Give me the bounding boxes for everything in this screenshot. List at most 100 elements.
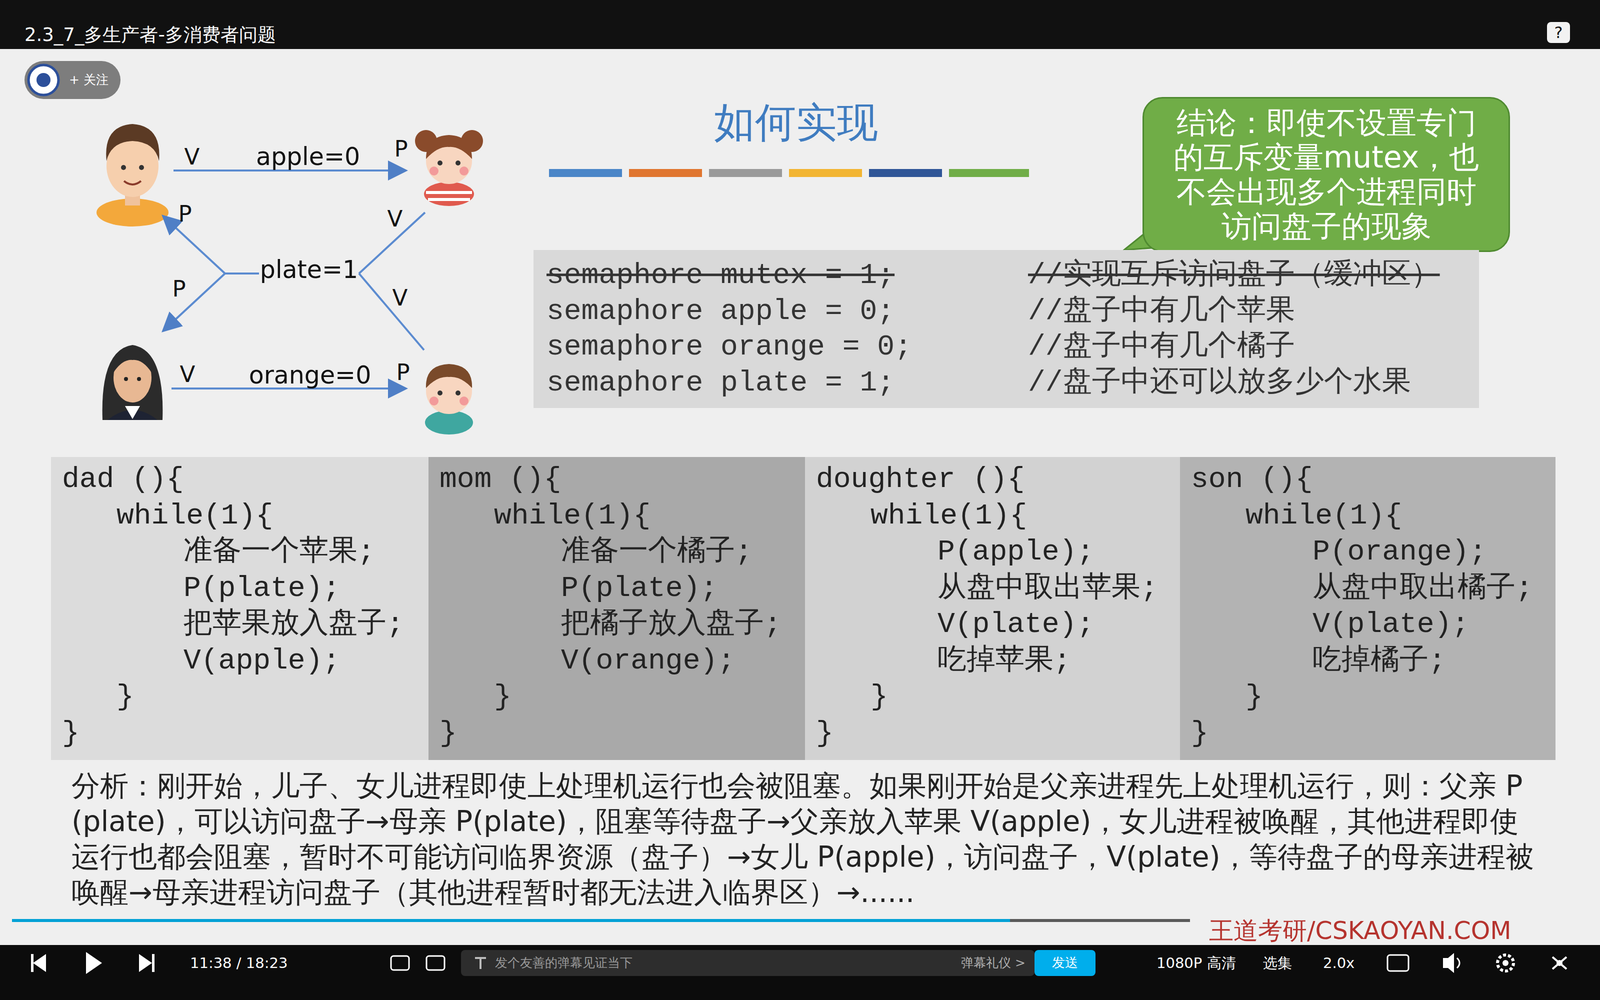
daughter-figure xyxy=(424,182,474,206)
code-line: doughter (){ xyxy=(816,462,1025,497)
control-icons xyxy=(1457,958,1460,968)
control-icons xyxy=(33,954,46,972)
semaphore-decl: semaphore orange = 0; xyxy=(546,329,912,365)
mom-figure xyxy=(124,377,128,381)
player-chrome xyxy=(0,49,1600,945)
operation-label: V xyxy=(184,143,200,171)
player-chrome xyxy=(1547,22,1570,43)
control-icons xyxy=(1502,960,1509,966)
daughter-figure xyxy=(426,191,472,194)
daughter-figure xyxy=(459,166,469,176)
player-chrome xyxy=(0,0,1600,49)
operation-label: P xyxy=(172,275,186,303)
code-line: } xyxy=(1191,716,1209,751)
code-panel: mom (){while(1){准备一个橘子;P(plate);把橘子放入盘子;… xyxy=(428,457,805,760)
dad-figure xyxy=(124,181,141,185)
code-comment: //盘子中有几个橘子 xyxy=(1028,329,1295,365)
watermark: 王道考研/CSKAOYAN.COM xyxy=(1209,916,1512,946)
semaphore-label: apple=0 xyxy=(256,142,360,172)
section-bars xyxy=(549,169,622,177)
code-line: V(plate); xyxy=(937,607,1094,642)
section-bars xyxy=(789,169,862,177)
semaphore-label: plate=1 xyxy=(260,255,358,285)
son-figure xyxy=(425,364,473,435)
player-chrome xyxy=(36,73,51,87)
son-figure xyxy=(429,396,439,406)
mom-figure xyxy=(113,349,152,373)
analysis-note: 分析：刚开始，儿子、女儿进程即使上处理机运行也会被阻塞。如果刚开始是父亲进程先上… xyxy=(71,768,1537,910)
code-line: V(orange); xyxy=(561,643,735,679)
code-line: P(apple); xyxy=(937,534,1094,570)
send-button: 发送 xyxy=(1052,955,1078,971)
code-line: } xyxy=(1245,679,1263,715)
code-line: V(plate); xyxy=(1312,607,1469,642)
code-line: 吃掉苹果; xyxy=(937,643,1071,679)
progress-bar xyxy=(12,919,1190,922)
son-figure xyxy=(437,390,443,396)
code-line: } xyxy=(62,716,80,751)
daughter-figure xyxy=(415,130,483,206)
semaphore-decl: semaphore plate = 1; xyxy=(546,365,895,401)
control-icons xyxy=(31,954,34,972)
daughter-figure xyxy=(455,160,461,166)
section-bars xyxy=(869,169,942,177)
time-display: 11:38 / 18:23 xyxy=(190,954,288,972)
son-figure xyxy=(459,396,469,406)
code-line: 准备一个苹果; xyxy=(183,534,375,570)
help-icon: ? xyxy=(1554,23,1563,42)
follow-button: + 关注 xyxy=(69,72,109,88)
son-figure xyxy=(426,364,472,388)
code-line: P(plate); xyxy=(561,571,718,606)
code-line: V(apple); xyxy=(183,643,340,679)
semaphore-arrows xyxy=(163,216,225,274)
control-icons xyxy=(1387,955,1409,971)
operation-label: P xyxy=(178,200,192,228)
daughter-figure xyxy=(426,135,472,159)
daughter-figure xyxy=(428,198,470,201)
code-panel: dad (){while(1){准备一个苹果;P(plate);把苹果放入盘子;… xyxy=(51,457,429,760)
slide-heading: 如何实现 xyxy=(714,98,878,147)
danmaku-etiquette: 弹幕礼仪 > xyxy=(961,955,1026,971)
code-line: } xyxy=(116,679,134,715)
code-comment: //实现互斥访问盘子（缓冲区） xyxy=(1028,258,1440,293)
video-title: 2.3_7_多生产者-多消费者问题 xyxy=(24,24,276,46)
control-icons xyxy=(1443,953,1454,973)
control-icons xyxy=(479,957,482,969)
code-line: dad (){ xyxy=(62,462,184,497)
mom-figure xyxy=(102,345,163,420)
code-line: P(orange); xyxy=(1312,534,1487,570)
code-line: P(plate); xyxy=(183,571,340,606)
code-line: } xyxy=(870,679,888,715)
mom-figure xyxy=(125,406,140,419)
operation-label: P xyxy=(396,359,410,386)
operation-label: P xyxy=(394,135,408,163)
control-icons xyxy=(31,950,1567,976)
son-figure xyxy=(455,390,461,396)
code-panel: son (){while(1){P(orange);从盘中取出橘子;V(plat… xyxy=(1180,457,1556,760)
conclusion-callout: 结论：即使不设置专门的互斥变量mutex，也不会出现多个进程同时访问盘子的现象 xyxy=(1142,97,1510,252)
section-bars xyxy=(549,169,1029,177)
quality-button: 1080P 高清 xyxy=(1156,954,1236,972)
control-icons xyxy=(1552,957,1567,969)
control-icons xyxy=(1497,955,1514,971)
code-line: 从盘中取出苹果; xyxy=(937,571,1158,606)
code-line: mom (){ xyxy=(439,462,562,497)
code-line: } xyxy=(494,679,512,715)
semaphore-label: orange=0 xyxy=(249,361,372,391)
code-line: 把橘子放入盘子; xyxy=(561,607,782,642)
episode-button: 选集 xyxy=(1263,954,1292,972)
operation-label: V xyxy=(387,205,403,233)
code-line: while(1){ xyxy=(116,498,273,534)
code-line: } xyxy=(439,716,457,751)
progress-bar xyxy=(12,919,1190,922)
section-bars xyxy=(709,169,782,177)
daughter-figure xyxy=(429,166,439,176)
daughter-figure xyxy=(437,160,443,166)
code-comment: //盘子中还可以放多少个水果 xyxy=(1028,365,1411,401)
code-panel: doughter (){while(1){P(apple);从盘中取出苹果;V(… xyxy=(805,457,1180,760)
semaphore-box: semaphore mutex = 1;//实现互斥访问盘子（缓冲区）semap… xyxy=(533,250,1479,408)
speed-button: 2.0x xyxy=(1323,954,1355,972)
callout-text: 结论：即使不设置专门的互斥变量mutex，也不会出现多个进程同时访问盘子的现象 xyxy=(1164,105,1489,244)
control-icons xyxy=(86,952,102,974)
